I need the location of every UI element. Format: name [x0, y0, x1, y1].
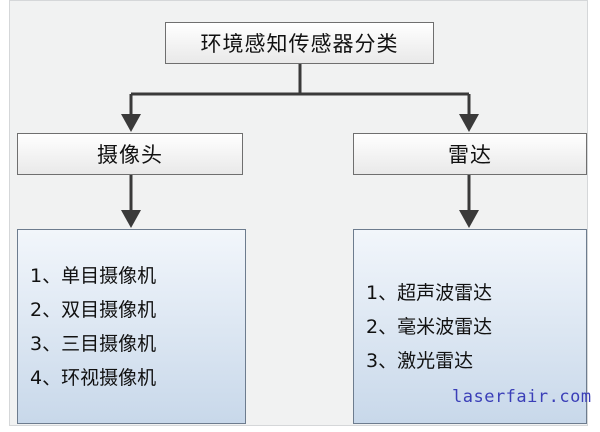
left-arrowhead-top: [121, 114, 141, 132]
root-node-label: 环境感知传感器分类: [200, 32, 399, 56]
list-item: 1、超声波雷达: [366, 281, 493, 304]
root-node: 环境感知传感器分类: [165, 22, 434, 64]
right-arrowhead-top: [459, 114, 479, 132]
branch-node-radar-label: 雷达: [448, 143, 492, 167]
list-item: 2、毫米波雷达: [366, 315, 493, 338]
list-item: 4、环视摄像机: [30, 366, 157, 389]
branch-node-camera: 摄像头: [17, 133, 243, 175]
branch-node-radar: 雷达: [353, 133, 587, 175]
right-arrowhead-bottom: [459, 210, 479, 228]
list-item: 3、激光雷达: [366, 349, 474, 372]
watermark-text: laserfair.com: [452, 387, 592, 407]
list-item: 3、三目摄像机: [30, 332, 157, 355]
radar-types-list: 1、超声波雷达 2、毫米波雷达 3、激光雷达: [353, 229, 587, 424]
list-item: 1、单目摄像机: [30, 264, 157, 287]
branch-node-camera-label: 摄像头: [97, 143, 163, 167]
left-arrowhead-bottom: [121, 210, 141, 228]
camera-types-list: 1、单目摄像机 2、双目摄像机 3、三目摄像机 4、环视摄像机: [17, 229, 246, 424]
list-item: 2、双目摄像机: [30, 298, 157, 321]
